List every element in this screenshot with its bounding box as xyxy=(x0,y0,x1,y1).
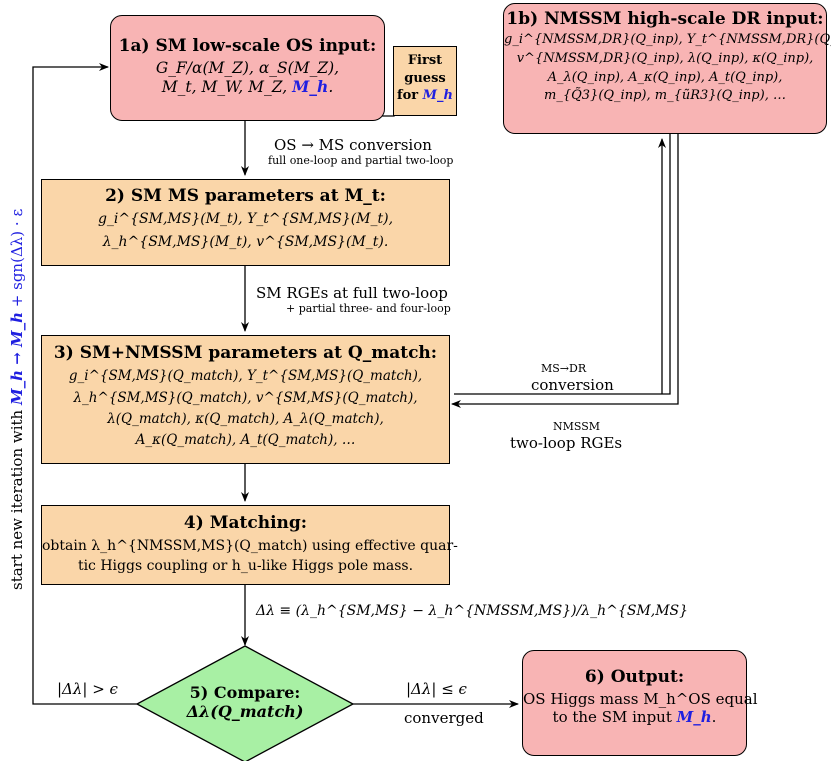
arrow-iteration-loop xyxy=(32,63,137,705)
first-guess-line3: for M_h xyxy=(394,87,456,105)
box-3-line1: g_i^{SM,MS}(Q_match), Y_t^{SM,MS}(Q_matc… xyxy=(68,368,423,385)
box-1a-mh: M_h xyxy=(292,76,329,96)
cond-not-converged: |Δλ| > ϵ xyxy=(57,680,118,698)
box-2-line1: g_i^{SM,MS}(M_t), Y_t^{SM,MS}(M_t), xyxy=(97,211,394,228)
box-3-sm-nmssm-params: 3) SM+NMSSM parameters at Q_match: g_i^{… xyxy=(41,335,450,464)
first-guess-mh: M_h xyxy=(422,88,453,104)
box-1a-line1: G_F/α(M_Z), α_S(M_Z), xyxy=(155,59,340,78)
box-5-compare-text: 5) Compare: Δλ(Q_match) xyxy=(175,683,315,721)
first-guess-box: First guess for M_h xyxy=(393,46,457,116)
box-2-line2: λ_h^{SM,MS}(M_t), v^{SM,MS}(M_t). xyxy=(102,234,389,251)
box-4-title: 4) Matching: xyxy=(183,513,308,533)
iteration-prefix: start new iteration with xyxy=(8,405,26,590)
sm-rge-sub: + partial three- and four-loop xyxy=(286,302,451,315)
box-3-line3: λ(Q_match), κ(Q_match), A_λ(Q_match), xyxy=(107,410,384,427)
delta-lambda-definition: Δλ ≡ (λ_h^{SM,MS} − λ_h^{NMSSM,MS})/λ_h^… xyxy=(256,603,689,619)
box-1a-sm-input: 1a) SM low-scale OS input: G_F/α(M_Z), α… xyxy=(110,15,385,121)
box-3-line2: λ_h^{SM,MS}(Q_match), v^{SM,MS}(Q_match)… xyxy=(73,389,418,406)
box-1b-line3: A_λ(Q_inp), A_κ(Q_inp), A_t(Q_inp), xyxy=(547,69,783,85)
box-4-line1: obtain λ_h^{NMSSM,MS}(Q_match) using eff… xyxy=(42,538,458,555)
box-6-line2: to the SM input M_h. xyxy=(523,708,746,726)
box-1b-nmssm-input: 1b) NMSSM high-scale DR input: g_i^{NMSS… xyxy=(503,3,831,134)
diamond-compare xyxy=(135,645,355,761)
box-6-line2-suffix: . xyxy=(711,708,717,727)
arrow-conversion xyxy=(454,134,671,395)
ms-dr-label: MS→DR xyxy=(541,362,587,375)
nmssm-rge-label: two-loop RGEs xyxy=(510,434,623,452)
box-1a-title: 1a) SM low-scale OS input: xyxy=(118,36,377,56)
box-3-line4: A_κ(Q_match), A_t(Q_match), … xyxy=(135,431,356,448)
box-2-sm-ms-params: 2) SM MS parameters at M_t: g_i^{SM,MS}(… xyxy=(41,179,450,266)
os-ms-conversion-sub: full one-loop and partial two-loop xyxy=(268,154,454,167)
os-ms-conversion-label: OS → MS conversion xyxy=(274,136,432,154)
box-1b-line4: m_{Q̃3}(Q_inp), m_{ũR3}(Q_inp), … xyxy=(544,88,786,104)
box-4-matching: 4) Matching: obtain λ_h^{NMSSM,MS}(Q_mat… xyxy=(41,505,458,585)
iteration-suffix: + sgn(Δλ) · ε xyxy=(8,208,26,312)
box-3-title: 3) SM+NMSSM parameters at Q_match: xyxy=(53,343,438,363)
conversion-label: conversion xyxy=(531,376,614,394)
iteration-mh: M_h → M_h xyxy=(8,311,26,406)
iteration-label: start new iteration with M_h → M_h + sgn… xyxy=(8,209,26,590)
box-1b-line2: v^{NMSSM,DR}(Q_inp), λ(Q_inp), κ(Q_inp), xyxy=(516,50,814,66)
box-1a-line2-prefix: M_t, M_W, M_Z, xyxy=(161,77,293,96)
box-2-title: 2) SM MS parameters at M_t: xyxy=(105,186,386,206)
converged-label: converged xyxy=(404,709,484,727)
box-5-subtitle: Δλ(Q_match) xyxy=(186,702,304,721)
sm-rge-label: SM RGEs at full two-loop xyxy=(256,284,448,302)
first-guess-line1: First xyxy=(407,53,443,68)
box-6-line2-prefix: to the SM input xyxy=(552,708,677,727)
first-guess-line2: guess xyxy=(404,70,446,86)
box-1b-title: 1b) NMSSM high-scale DR input: xyxy=(506,9,824,29)
box-5-title: 5) Compare: xyxy=(189,683,301,702)
box-6-mh: M_h xyxy=(676,708,712,727)
box-1a-line2-suffix: . xyxy=(328,77,334,96)
nmssm-rge-top-label: NMSSM xyxy=(553,420,601,433)
box-6-output: 6) Output: OS Higgs mass M_h^OS equal to… xyxy=(522,650,758,756)
box-6-line1: OS Higgs mass M_h^OS equal xyxy=(523,690,758,709)
cond-converged: |Δλ| ≤ ϵ xyxy=(406,680,467,698)
box-1a-line2: M_t, M_W, M_Z, M_h. xyxy=(111,76,384,97)
box-1b-line1: g_i^{NMSSM,DR}(Q_inp), Y_t^{NMSSM,DR}(Q_… xyxy=(504,32,831,48)
box-4-line2: tic Higgs coupling or h_u-like Higgs pol… xyxy=(77,558,414,575)
arrow-rge-down xyxy=(451,134,679,408)
box-6-title: 6) Output: xyxy=(584,667,685,687)
first-guess-for: for xyxy=(397,88,423,104)
